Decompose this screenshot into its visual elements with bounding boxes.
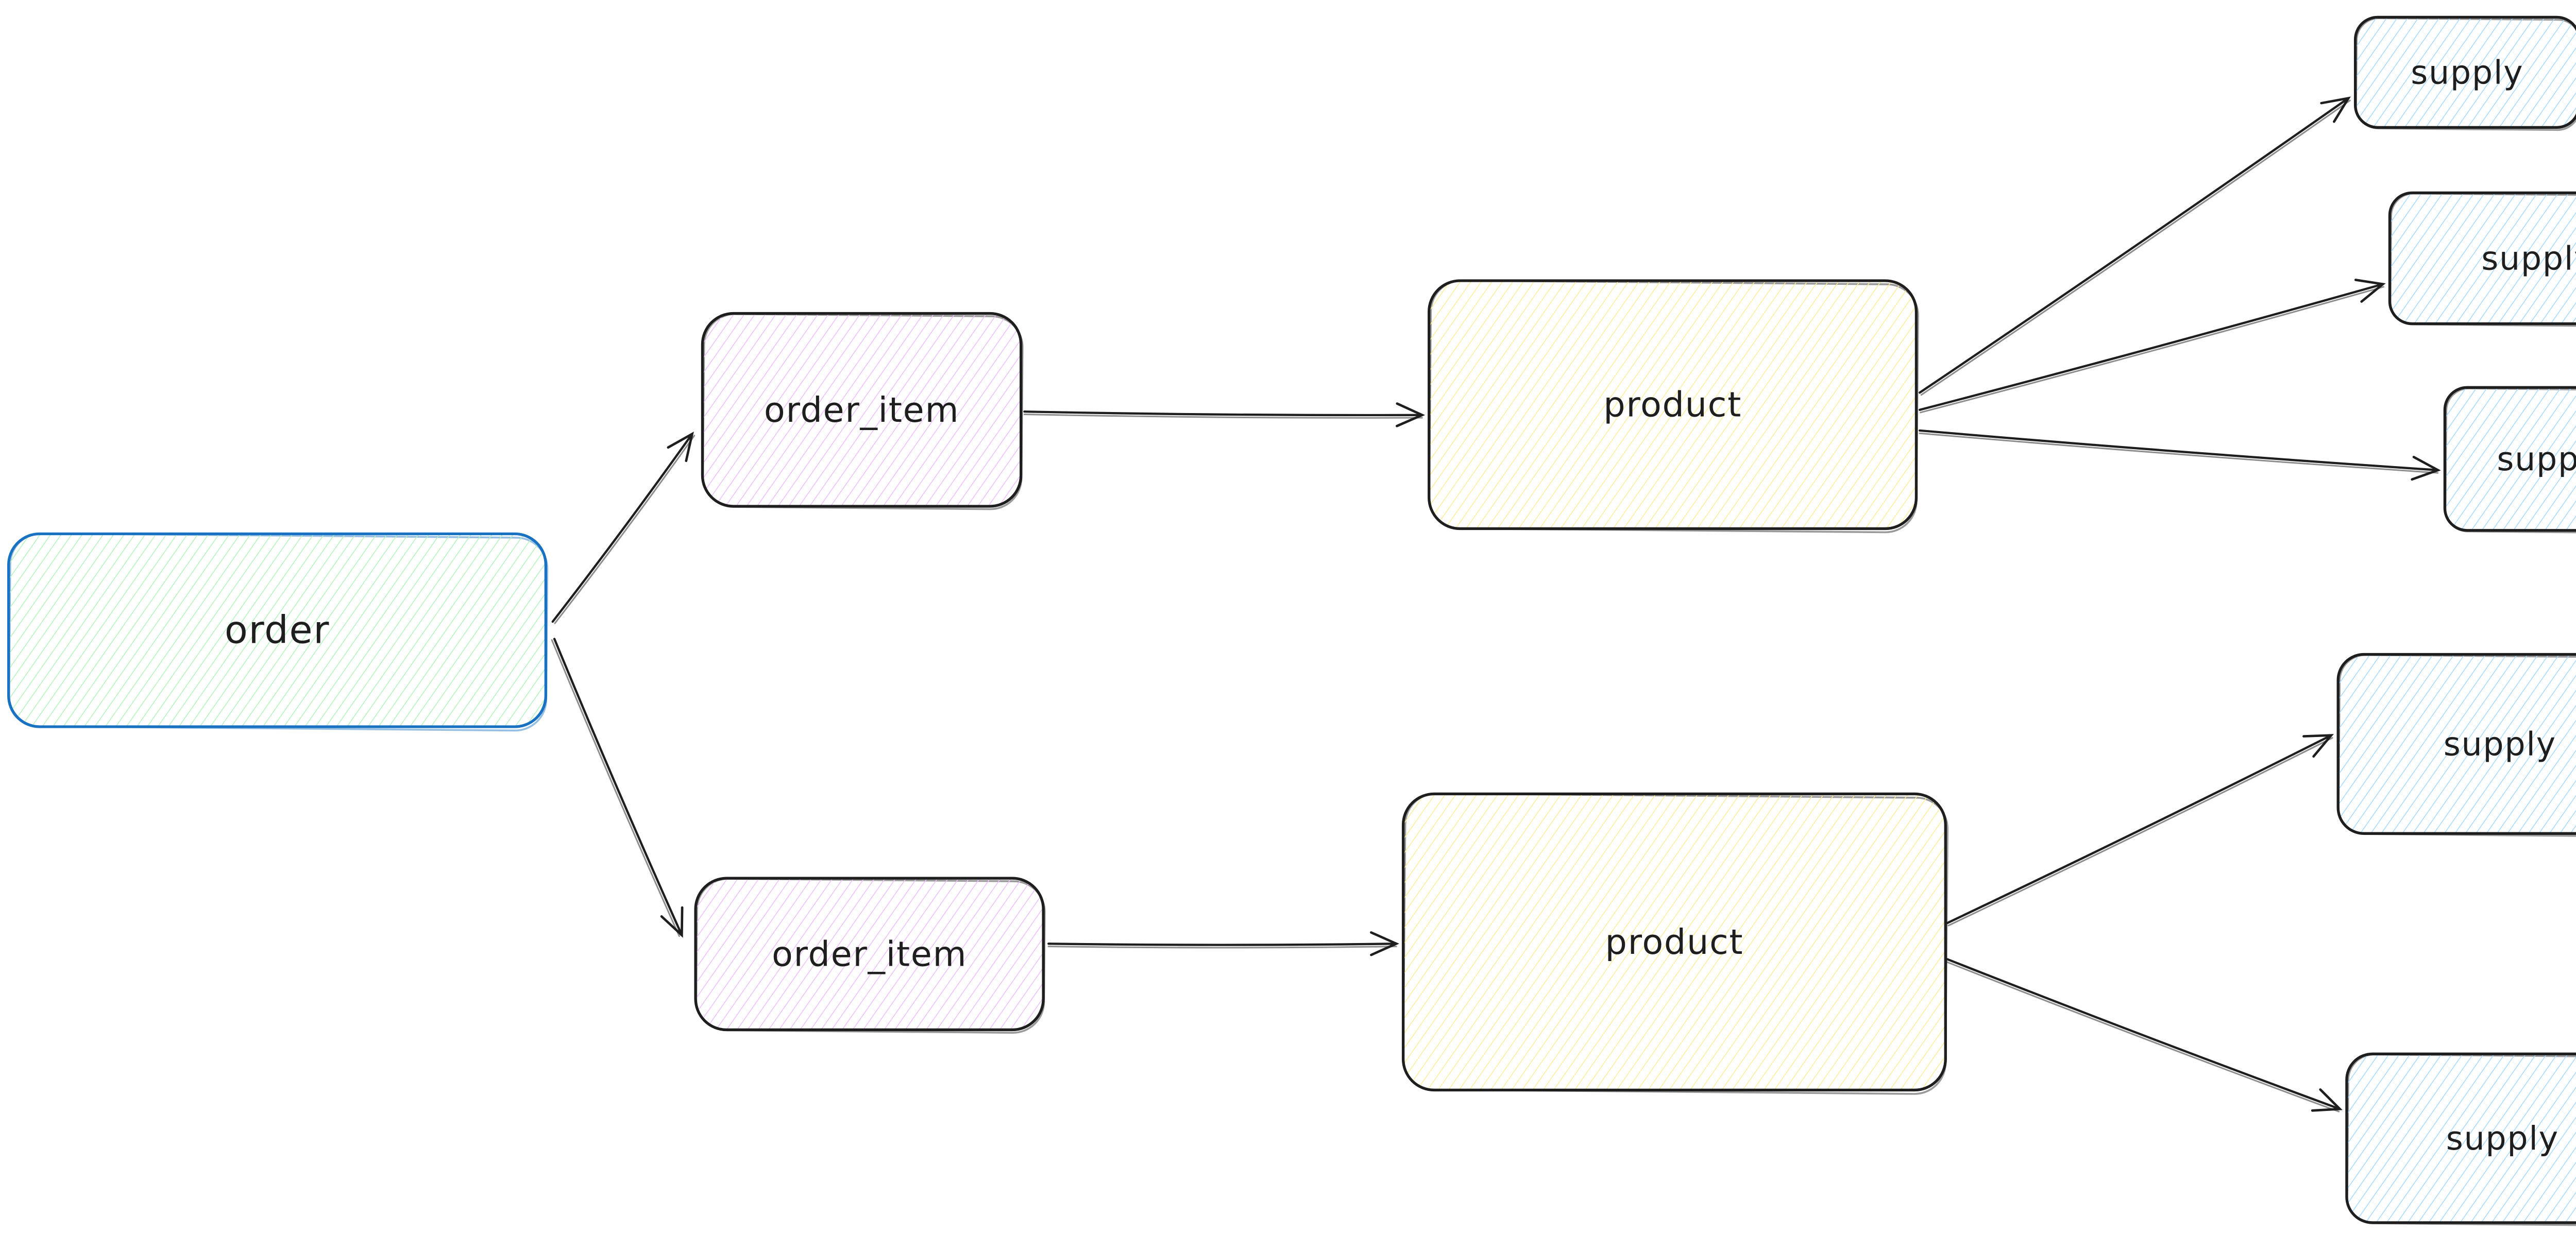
node-label: supply: [2411, 53, 2523, 91]
node-shape: [2345, 1052, 2576, 1224]
node-shape: [1401, 792, 1947, 1092]
arrow-line: [1946, 958, 2341, 1110]
node-label: supply: [2444, 725, 2556, 763]
node-shape: [701, 312, 1023, 508]
arrow-head: [1396, 402, 1426, 427]
node-shape: [694, 877, 1045, 1032]
node-shape: [1428, 279, 1918, 530]
arrow-line: [553, 638, 683, 936]
arrow-line-ghost: [554, 435, 696, 624]
arrow-line-ghost: [1945, 961, 2340, 1112]
arrow-line-ghost: [1947, 737, 2333, 927]
arrow-product_1-to-supply_1[interactable]: [1918, 96, 2351, 396]
node-shape: [2353, 15, 2576, 129]
node-label: supply: [2446, 1119, 2559, 1157]
arrow-head: [1370, 931, 1399, 956]
arrow-product_1-to-supply_2[interactable]: [1918, 279, 2386, 414]
arrow-product_2-to-supply_4[interactable]: [1946, 734, 2334, 927]
arrow-line-ghost: [551, 639, 680, 937]
arrow-head: [660, 906, 684, 938]
arrow-line: [1918, 283, 2384, 411]
arrow-order-to-order_item_1[interactable]: [551, 431, 696, 624]
node-label: product: [1605, 922, 1744, 962]
node-shape: [2388, 191, 2576, 326]
arrow-line: [551, 433, 693, 623]
arrow-line: [1918, 97, 2350, 394]
arrow-line: [1918, 429, 2439, 471]
arrow-order-to-order_item_2[interactable]: [551, 638, 684, 938]
node-label: supply: [2481, 239, 2576, 278]
arrow-line: [1023, 410, 1423, 417]
node-supply_4[interactable]: supply: [2336, 653, 2576, 837]
node-product_1[interactable]: product: [1428, 279, 1919, 534]
arrow-line-ghost: [1920, 99, 2351, 396]
arrow-head: [2302, 734, 2334, 758]
arrow-head: [2320, 96, 2351, 123]
arrow-line-ghost: [1919, 432, 2439, 474]
node-shape: [2336, 653, 2576, 835]
node-label: order_item: [764, 390, 959, 430]
node-order[interactable]: order: [7, 532, 549, 732]
node-supply_2[interactable]: supply: [2388, 191, 2576, 328]
arrow-order_item_2-to-product_2[interactable]: [1047, 931, 1399, 956]
node-order_item_1[interactable]: order_item: [701, 312, 1024, 510]
arrow-order_item_1-to-product_1[interactable]: [1023, 402, 1426, 427]
node-supply_1[interactable]: supply: [2353, 15, 2576, 131]
node-order_item_2[interactable]: order_item: [694, 877, 1046, 1034]
arrow-product_2-to-supply_5[interactable]: [1945, 958, 2343, 1112]
node-product_2[interactable]: product: [1401, 792, 1949, 1095]
arrow-line-ghost: [1920, 286, 2385, 414]
arrow-product_1-to-supply_3[interactable]: [1918, 429, 2441, 481]
node-label: supply: [2497, 440, 2576, 478]
arrow-line-ghost: [1023, 413, 1423, 419]
arrow-head: [667, 431, 694, 463]
node-label: order: [225, 608, 330, 652]
node-shape: [7, 532, 548, 728]
arrow-line-ghost: [1047, 946, 1397, 949]
node-label: order_item: [772, 934, 967, 974]
node-label: product: [1603, 385, 1742, 425]
arrow-head: [2411, 455, 2441, 481]
arrow-head: [2311, 1088, 2343, 1112]
arrow-head: [2354, 279, 2386, 303]
arrow-line: [1047, 943, 1398, 946]
node-supply_5[interactable]: supply: [2345, 1052, 2576, 1227]
arrow-line: [1946, 734, 2333, 924]
node-supply_3[interactable]: supply: [2443, 386, 2576, 534]
node-shape: [2443, 386, 2576, 532]
